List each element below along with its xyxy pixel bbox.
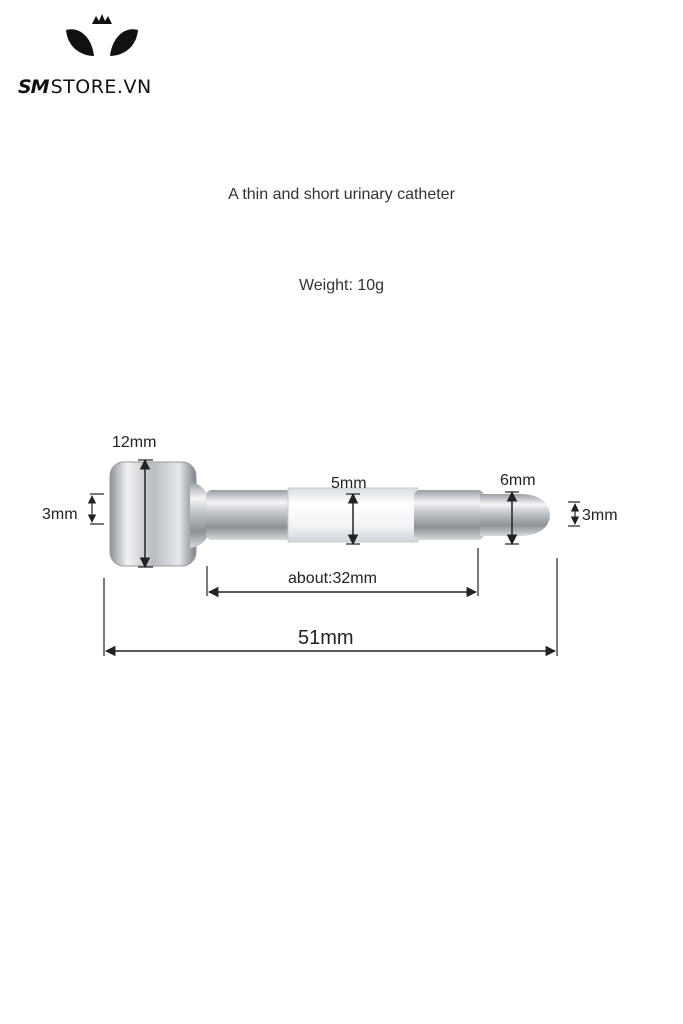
dim-shaft-length: about:32mm [206, 548, 479, 598]
label-tip-diameter: 6mm [500, 472, 536, 489]
label-left-gap: 3mm [42, 506, 78, 523]
label-total-length: 51mm [298, 627, 354, 649]
label-shaft-diameter: 5mm [331, 475, 367, 492]
product-title: A thin and short urinary catheter [228, 186, 455, 203]
dim-tip-diameter: 6mm [500, 472, 536, 546]
dim-shaft-diameter: 5mm [331, 475, 367, 546]
brand-store: STORE.VN [50, 76, 152, 98]
label-head-diameter: 12mm [112, 434, 156, 451]
catheter-image [109, 461, 550, 567]
dim-head-diameter: 12mm [112, 434, 156, 569]
dim-left-gap: 3mm [42, 493, 104, 525]
label-shaft-length: about:32mm [288, 570, 377, 587]
catheter-diagram: 12mm 3mm 5mm 6mm 3mm about:32mm [42, 434, 618, 657]
crown-cat-ears-icon [66, 14, 138, 56]
dim-right-gap: 3mm [568, 501, 618, 527]
product-weight: Weight: 10g [298, 277, 385, 294]
brand-sm: SM [18, 76, 50, 98]
dim-total-length: 51mm [103, 558, 558, 657]
label-right-gap: 3mm [582, 507, 618, 524]
